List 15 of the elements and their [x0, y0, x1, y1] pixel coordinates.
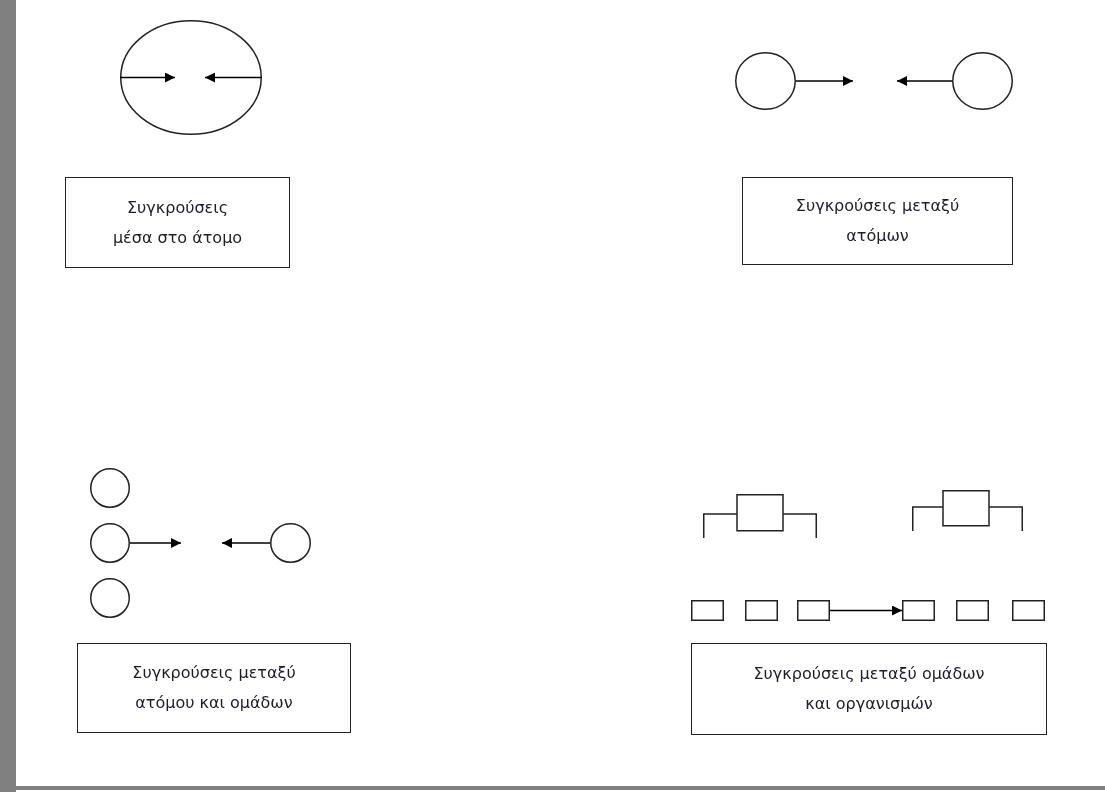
arrow: [896, 76, 953, 86]
arrow: [829, 605, 903, 616]
caption-box: [65, 177, 290, 268]
arrow: [795, 76, 854, 86]
caption-box: [691, 643, 1047, 735]
caption-text: Συγκρούσεις μεταξύ ατόμου και ομάδων: [131, 662, 297, 714]
caption-text: Συγκρούσεις μέσα στο άτομο: [111, 196, 244, 249]
caption-text: Συγκρούσεις μεταξύ ομάδων και οργανισμών: [752, 663, 986, 715]
caption-text: Συγκρούσεις μεταξύ ατόμων: [794, 195, 961, 247]
arrow: [119, 72, 176, 83]
caption-box: [742, 177, 1013, 265]
arrow: [129, 538, 182, 548]
arrow: [204, 72, 263, 83]
arrow: [221, 538, 271, 548]
caption-box: [77, 643, 351, 733]
